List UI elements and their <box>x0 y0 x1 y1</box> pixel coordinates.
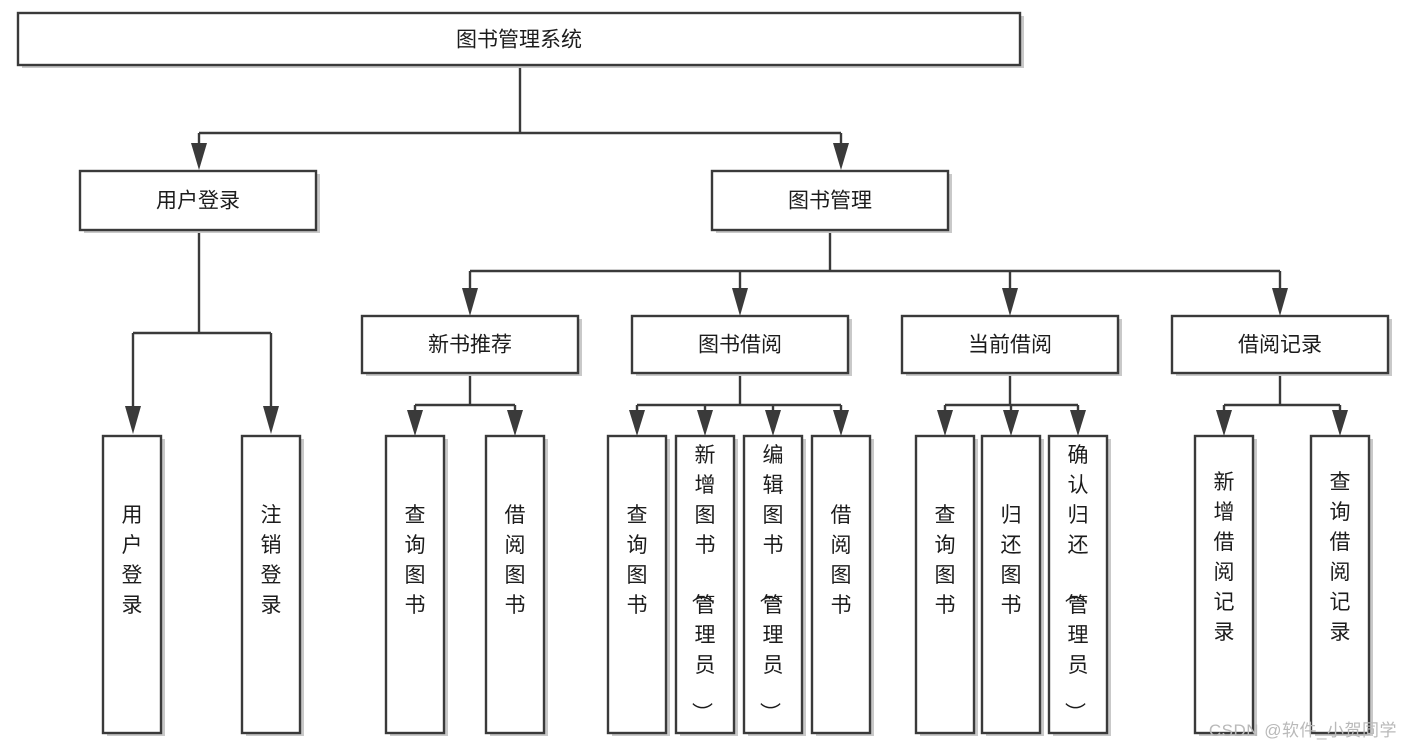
node-leaf-borrow-query-label: 查询图书 <box>627 504 648 617</box>
node-leaf-logout-label: 注销登录 <box>261 504 282 617</box>
node-root[interactable]: 图书管理系统 <box>16 11 1024 68</box>
edge-login-to-leaves <box>125 233 279 434</box>
csdn-watermark: CSDN @软件_小贺同学 <box>1208 721 1397 740</box>
node-leaf-newbook-borrow-label: 借阅图书 <box>505 504 526 617</box>
edge-borrow-to-leaves <box>629 376 849 436</box>
edge-root-to-level2 <box>191 66 849 170</box>
edge-bookmgmt-to-level3 <box>462 233 1288 316</box>
node-leaf-records-add[interactable]: 新增借阅记录 <box>1193 434 1257 736</box>
node-login-label: 用户登录 <box>156 190 240 213</box>
edge-newbook-to-leaves <box>407 376 523 436</box>
node-login[interactable]: 用户登录 <box>78 169 320 233</box>
edge-current-to-leaves <box>937 376 1086 436</box>
node-bookmgmt[interactable]: 图书管理 <box>710 169 952 233</box>
node-newbook-label: 新书推荐 <box>428 334 512 357</box>
node-current-label: 当前借阅 <box>968 334 1052 357</box>
node-leaf-borrow-edit-label: 编辑图书（管理员） <box>758 444 784 723</box>
node-leaf-current-confirm[interactable]: 确认归还（管理员） <box>1047 434 1111 736</box>
node-borrow-label: 图书借阅 <box>698 334 782 357</box>
node-leaf-records-query-label: 查询借阅记录 <box>1330 471 1351 644</box>
node-borrow[interactable]: 图书借阅 <box>630 314 852 376</box>
node-leaf-borrow-lend[interactable]: 借阅图书 <box>810 434 874 736</box>
node-leaf-current-return-label: 归还图书 <box>1001 504 1022 617</box>
edges-layer <box>125 66 1348 436</box>
edge-records-to-leaves <box>1216 376 1348 436</box>
node-leaf-borrow-add-label: 新增图书（管理员） <box>690 444 716 723</box>
node-records[interactable]: 借阅记录 <box>1170 314 1392 376</box>
node-leaf-borrow-edit[interactable]: 编辑图书（管理员） <box>742 434 806 736</box>
node-leaf-user-login[interactable]: 用户登录 <box>101 434 165 736</box>
node-leaf-current-return[interactable]: 归还图书 <box>980 434 1044 736</box>
node-leaf-borrow-query[interactable]: 查询图书 <box>606 434 670 736</box>
node-leaf-borrow-lend-label: 借阅图书 <box>831 504 852 617</box>
node-leaf-current-query-label: 查询图书 <box>935 504 956 617</box>
node-leaf-user-login-label: 用户登录 <box>122 504 143 617</box>
node-leaf-records-add-label: 新增借阅记录 <box>1214 471 1235 644</box>
node-leaf-current-confirm-label: 确认归还（管理员） <box>1063 444 1089 723</box>
node-leaf-records-query[interactable]: 查询借阅记录 <box>1309 434 1373 736</box>
node-records-label: 借阅记录 <box>1238 334 1322 357</box>
node-bookmgmt-label: 图书管理 <box>788 190 872 213</box>
node-root-label: 图书管理系统 <box>456 29 582 52</box>
node-leaf-newbook-query-label: 查询图书 <box>405 504 426 617</box>
node-leaf-newbook-query[interactable]: 查询图书 <box>384 434 448 736</box>
node-leaf-logout[interactable]: 注销登录 <box>240 434 304 736</box>
node-leaf-current-query[interactable]: 查询图书 <box>914 434 978 736</box>
node-leaf-newbook-borrow[interactable]: 借阅图书 <box>484 434 548 736</box>
node-leaf-borrow-add[interactable]: 新增图书（管理员） <box>674 434 738 736</box>
node-current[interactable]: 当前借阅 <box>900 314 1122 376</box>
node-newbook[interactable]: 新书推荐 <box>360 314 582 376</box>
